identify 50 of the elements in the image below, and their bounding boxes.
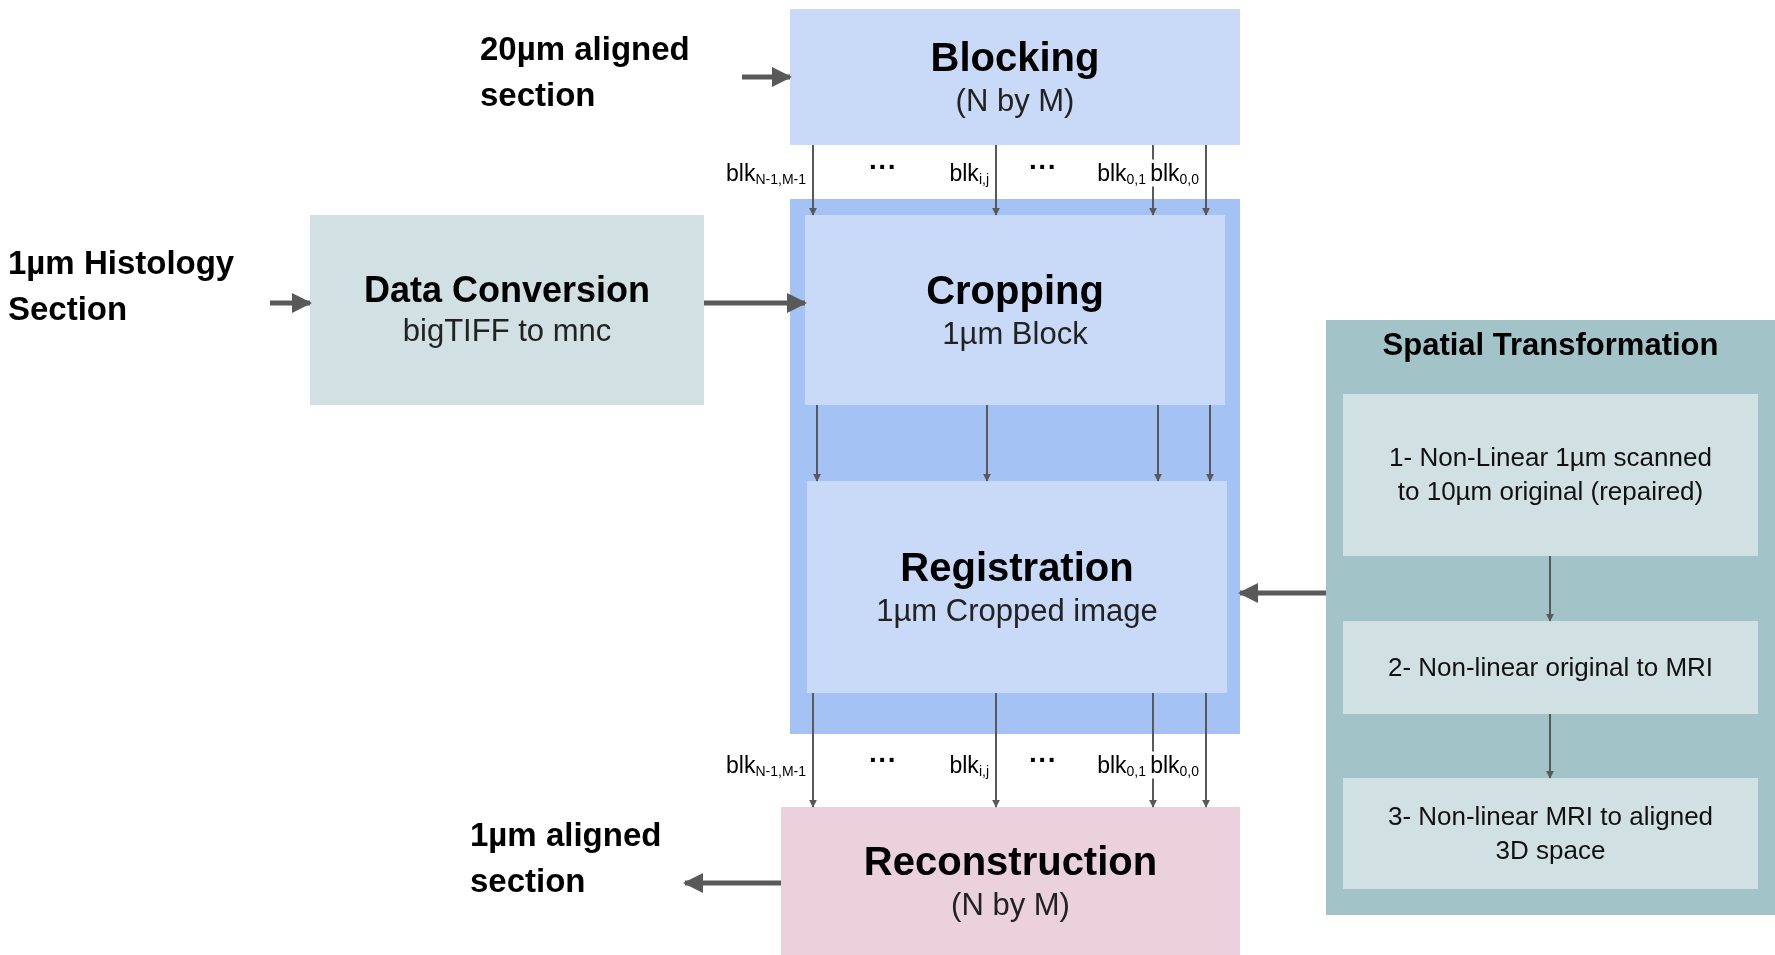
step-text: 2- Non-linear original to MRI <box>1387 650 1714 684</box>
arrow <box>1546 713 1554 779</box>
step-box <box>1343 394 1758 556</box>
box-subtitle: (N by M) <box>951 885 1070 924</box>
group-panel <box>1326 320 1775 915</box>
edge-label: blk$_{0,0}$ <box>1148 159 1201 187</box>
arrow <box>683 873 781 893</box>
arrow <box>983 404 991 482</box>
edge-label: blk$_{0,0}$ <box>1148 751 1201 779</box>
box-title: Reconstruction <box>863 837 1158 885</box>
box-subtitle: bigTIFF to mnc <box>402 312 612 351</box>
process-box <box>781 807 1240 955</box>
box-subtitle: 1µm Cropped image <box>876 591 1158 630</box>
arrow <box>704 293 807 313</box>
box-title: Data Conversion <box>363 268 651 312</box>
box-title: Cropping <box>926 266 1104 314</box>
arrow <box>809 692 817 808</box>
process-box <box>790 9 1240 145</box>
arrow <box>992 144 1000 216</box>
arrow <box>1238 583 1326 603</box>
input-label: 1µm Histology Section <box>8 242 236 329</box>
arrow <box>992 692 1000 808</box>
arrow <box>809 144 817 216</box>
box-subtitle: (N by M) <box>955 81 1075 120</box>
step-text: 1- Non-Linear 1µm scanned to 10µm original (repaired) <box>1388 441 1713 508</box>
box-title: Spatial Transformation <box>1382 326 1719 364</box>
arrow <box>270 293 312 313</box>
ellipsis-mark: ··· <box>869 150 897 183</box>
input-label: 20µm aligned section <box>480 28 691 115</box>
arrow <box>1546 555 1554 622</box>
arrow <box>1206 404 1214 482</box>
group-panel <box>790 199 1240 734</box>
input-label: 1µm aligned section <box>470 814 663 901</box>
ellipsis-mark: ··· <box>869 743 897 776</box>
ellipsis-mark: ··· <box>1029 743 1057 776</box>
arrow <box>1202 692 1210 808</box>
arrow <box>813 404 821 482</box>
arrow <box>1202 144 1210 216</box>
ellipsis-mark: ··· <box>1029 150 1057 183</box>
step-text: 3- Non-linear MRI to aligned 3D space <box>1386 799 1715 867</box>
box-subtitle: 1µm Block <box>942 314 1088 353</box>
process-box <box>310 215 704 405</box>
step-box <box>1343 778 1758 889</box>
box-title: Blocking <box>930 33 1100 81</box>
process-box <box>805 215 1225 405</box>
arrow <box>742 67 792 87</box>
step-box <box>1343 621 1758 714</box>
box-title: Registration <box>900 543 1134 591</box>
process-box <box>807 481 1227 693</box>
arrow <box>1154 404 1162 482</box>
